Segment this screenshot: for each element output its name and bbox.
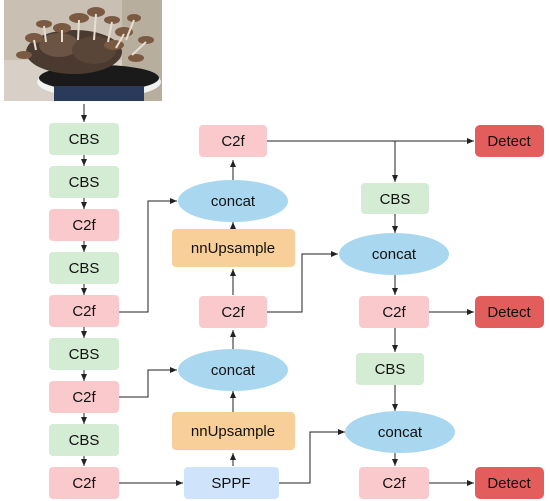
head-cbs-1: CBS [361, 183, 429, 214]
head-concat-1: concat [339, 233, 449, 275]
neck-sppf: SPPF [184, 467, 279, 499]
neck-c2f-top: C2f [199, 125, 267, 157]
edge-sppf-hconcat2 [279, 429, 345, 484]
svg-text:C2f: C2f [382, 304, 406, 321]
svg-text:Detect: Detect [487, 133, 531, 150]
svg-text:CBS: CBS [69, 346, 100, 363]
svg-text:C2f: C2f [72, 217, 96, 234]
svg-text:C2f: C2f [72, 303, 96, 320]
edge-c2fmid-hconcat1 [267, 251, 338, 313]
svg-text:concat: concat [211, 362, 256, 379]
svg-text:C2f: C2f [382, 475, 406, 492]
backbone-c2f-2: C2f [49, 295, 119, 327]
svg-text:nnUpsample: nnUpsample [191, 423, 275, 440]
svg-text:Detect: Detect [487, 475, 531, 492]
detect-output-3: Detect [475, 467, 544, 499]
svg-text:C2f: C2f [72, 475, 96, 492]
head-cbs-2: CBS [356, 353, 424, 385]
head-concat-2: concat [345, 411, 455, 453]
svg-text:concat: concat [372, 246, 417, 263]
backbone-cbs-4: CBS [49, 338, 119, 370]
svg-text:C2f: C2f [221, 133, 245, 150]
svg-text:SPPF: SPPF [211, 475, 250, 492]
mushrooms-growing-on-substrate-icon [4, 0, 162, 101]
neck-nnupsample-2: nnUpsample [172, 412, 295, 450]
svg-text:concat: concat [211, 193, 256, 210]
backbone-cbs-5: CBS [49, 424, 119, 456]
mushroom-input-photo [4, 0, 162, 101]
svg-text:concat: concat [378, 424, 423, 441]
svg-text:CBS: CBS [69, 260, 100, 277]
svg-text:C2f: C2f [72, 389, 96, 406]
head-c2f-2: C2f [359, 467, 429, 499]
svg-text:Detect: Detect [487, 304, 531, 321]
diagram-edges [81, 104, 474, 486]
head-c2f-1: C2f [359, 296, 429, 328]
neck-c2f-mid: C2f [199, 296, 267, 328]
backbone-cbs-1: CBS [49, 123, 119, 155]
backbone-c2f-3: C2f [49, 381, 119, 413]
svg-text:CBS: CBS [69, 174, 100, 191]
backbone-c2f-4: C2f [49, 467, 119, 499]
neck-nnupsample-1: nnUpsample [172, 229, 295, 267]
detect-output-1: Detect [475, 125, 544, 157]
svg-text:C2f: C2f [221, 304, 245, 321]
backbone-cbs-3: CBS [49, 252, 119, 284]
detect-output-2: Detect [475, 296, 544, 328]
svg-text:CBS: CBS [380, 191, 411, 208]
backbone-c2f-1: C2f [49, 209, 119, 241]
edge-b7-concat2 [118, 367, 177, 398]
svg-text:CBS: CBS [69, 432, 100, 449]
backbone-cbs-2: CBS [49, 166, 119, 198]
edge-b5-concat1 [118, 198, 177, 313]
svg-text:CBS: CBS [69, 131, 100, 148]
svg-text:nnUpsample: nnUpsample [191, 240, 275, 257]
neck-concat-1: concat [178, 180, 288, 222]
neck-concat-2: concat [178, 349, 288, 391]
svg-text:CBS: CBS [375, 361, 406, 378]
